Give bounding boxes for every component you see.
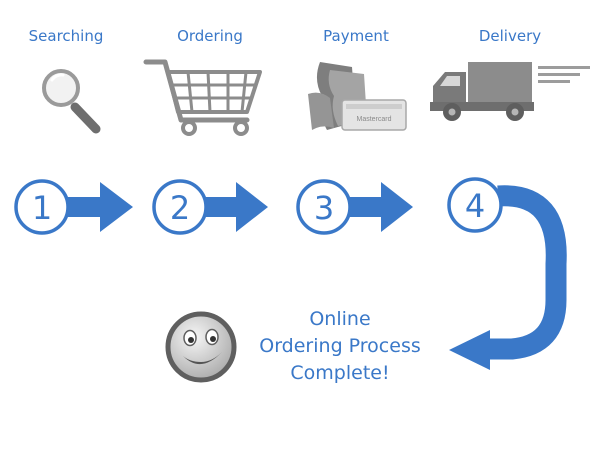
arrow-4-to-complete-head	[449, 330, 490, 370]
card-brand-text: Mastercard	[356, 116, 391, 123]
step-4-circle: 4	[447, 177, 503, 233]
magnifier-icon	[42, 69, 101, 134]
shopping-cart-icon	[143, 59, 262, 136]
completion-message: Online Ordering Process Complete!	[248, 306, 432, 387]
completion-line-3: Complete!	[290, 362, 390, 384]
step-4-label: Delivery	[478, 27, 542, 45]
step-4-number: 4	[465, 187, 485, 225]
completion-line-1: Online	[309, 308, 371, 330]
arrow-4-to-complete	[488, 185, 567, 360]
smiley-face-icon	[165, 311, 237, 383]
step-1-number: 1	[32, 189, 52, 227]
delivery-truck-icon	[430, 62, 590, 121]
step-3-number: 3	[314, 189, 334, 227]
completion-line-2: Ordering Process	[259, 335, 421, 357]
arrow-3-to-4	[350, 182, 413, 232]
arrow-2-to-3	[206, 182, 268, 232]
step-3-circle: 3	[296, 179, 352, 235]
step-1-circle: 1	[14, 179, 70, 235]
arrow-1-to-2	[65, 182, 133, 232]
step-3-label: Payment	[323, 27, 389, 45]
step-2-label: Ordering	[177, 27, 243, 45]
step-2-number: 2	[170, 189, 190, 227]
step-2-circle: 2	[152, 179, 208, 235]
step-1-label: Searching	[28, 27, 104, 45]
payment-cash-card-icon: Mastercard	[308, 62, 407, 131]
